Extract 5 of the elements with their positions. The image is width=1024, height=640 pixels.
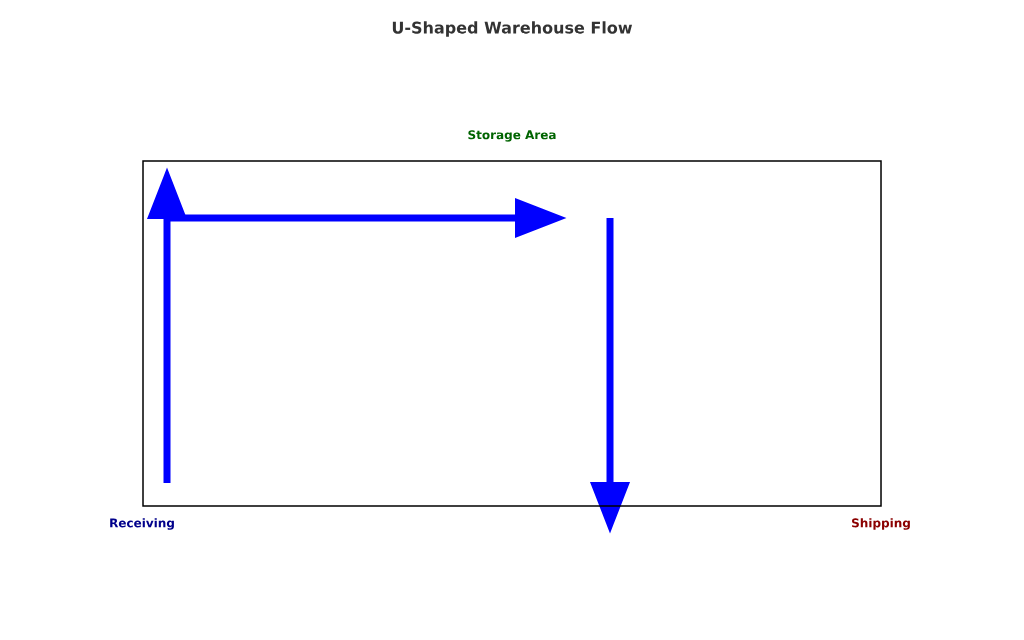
node-label: Storage Area <box>468 130 556 142</box>
corner-label: Receiving <box>110 518 174 530</box>
title: U-Shaped Warehouse Flow <box>392 21 633 37</box>
area-box: Storage Area <box>142 130 882 507</box>
corner-label: Shipping <box>852 518 910 530</box>
